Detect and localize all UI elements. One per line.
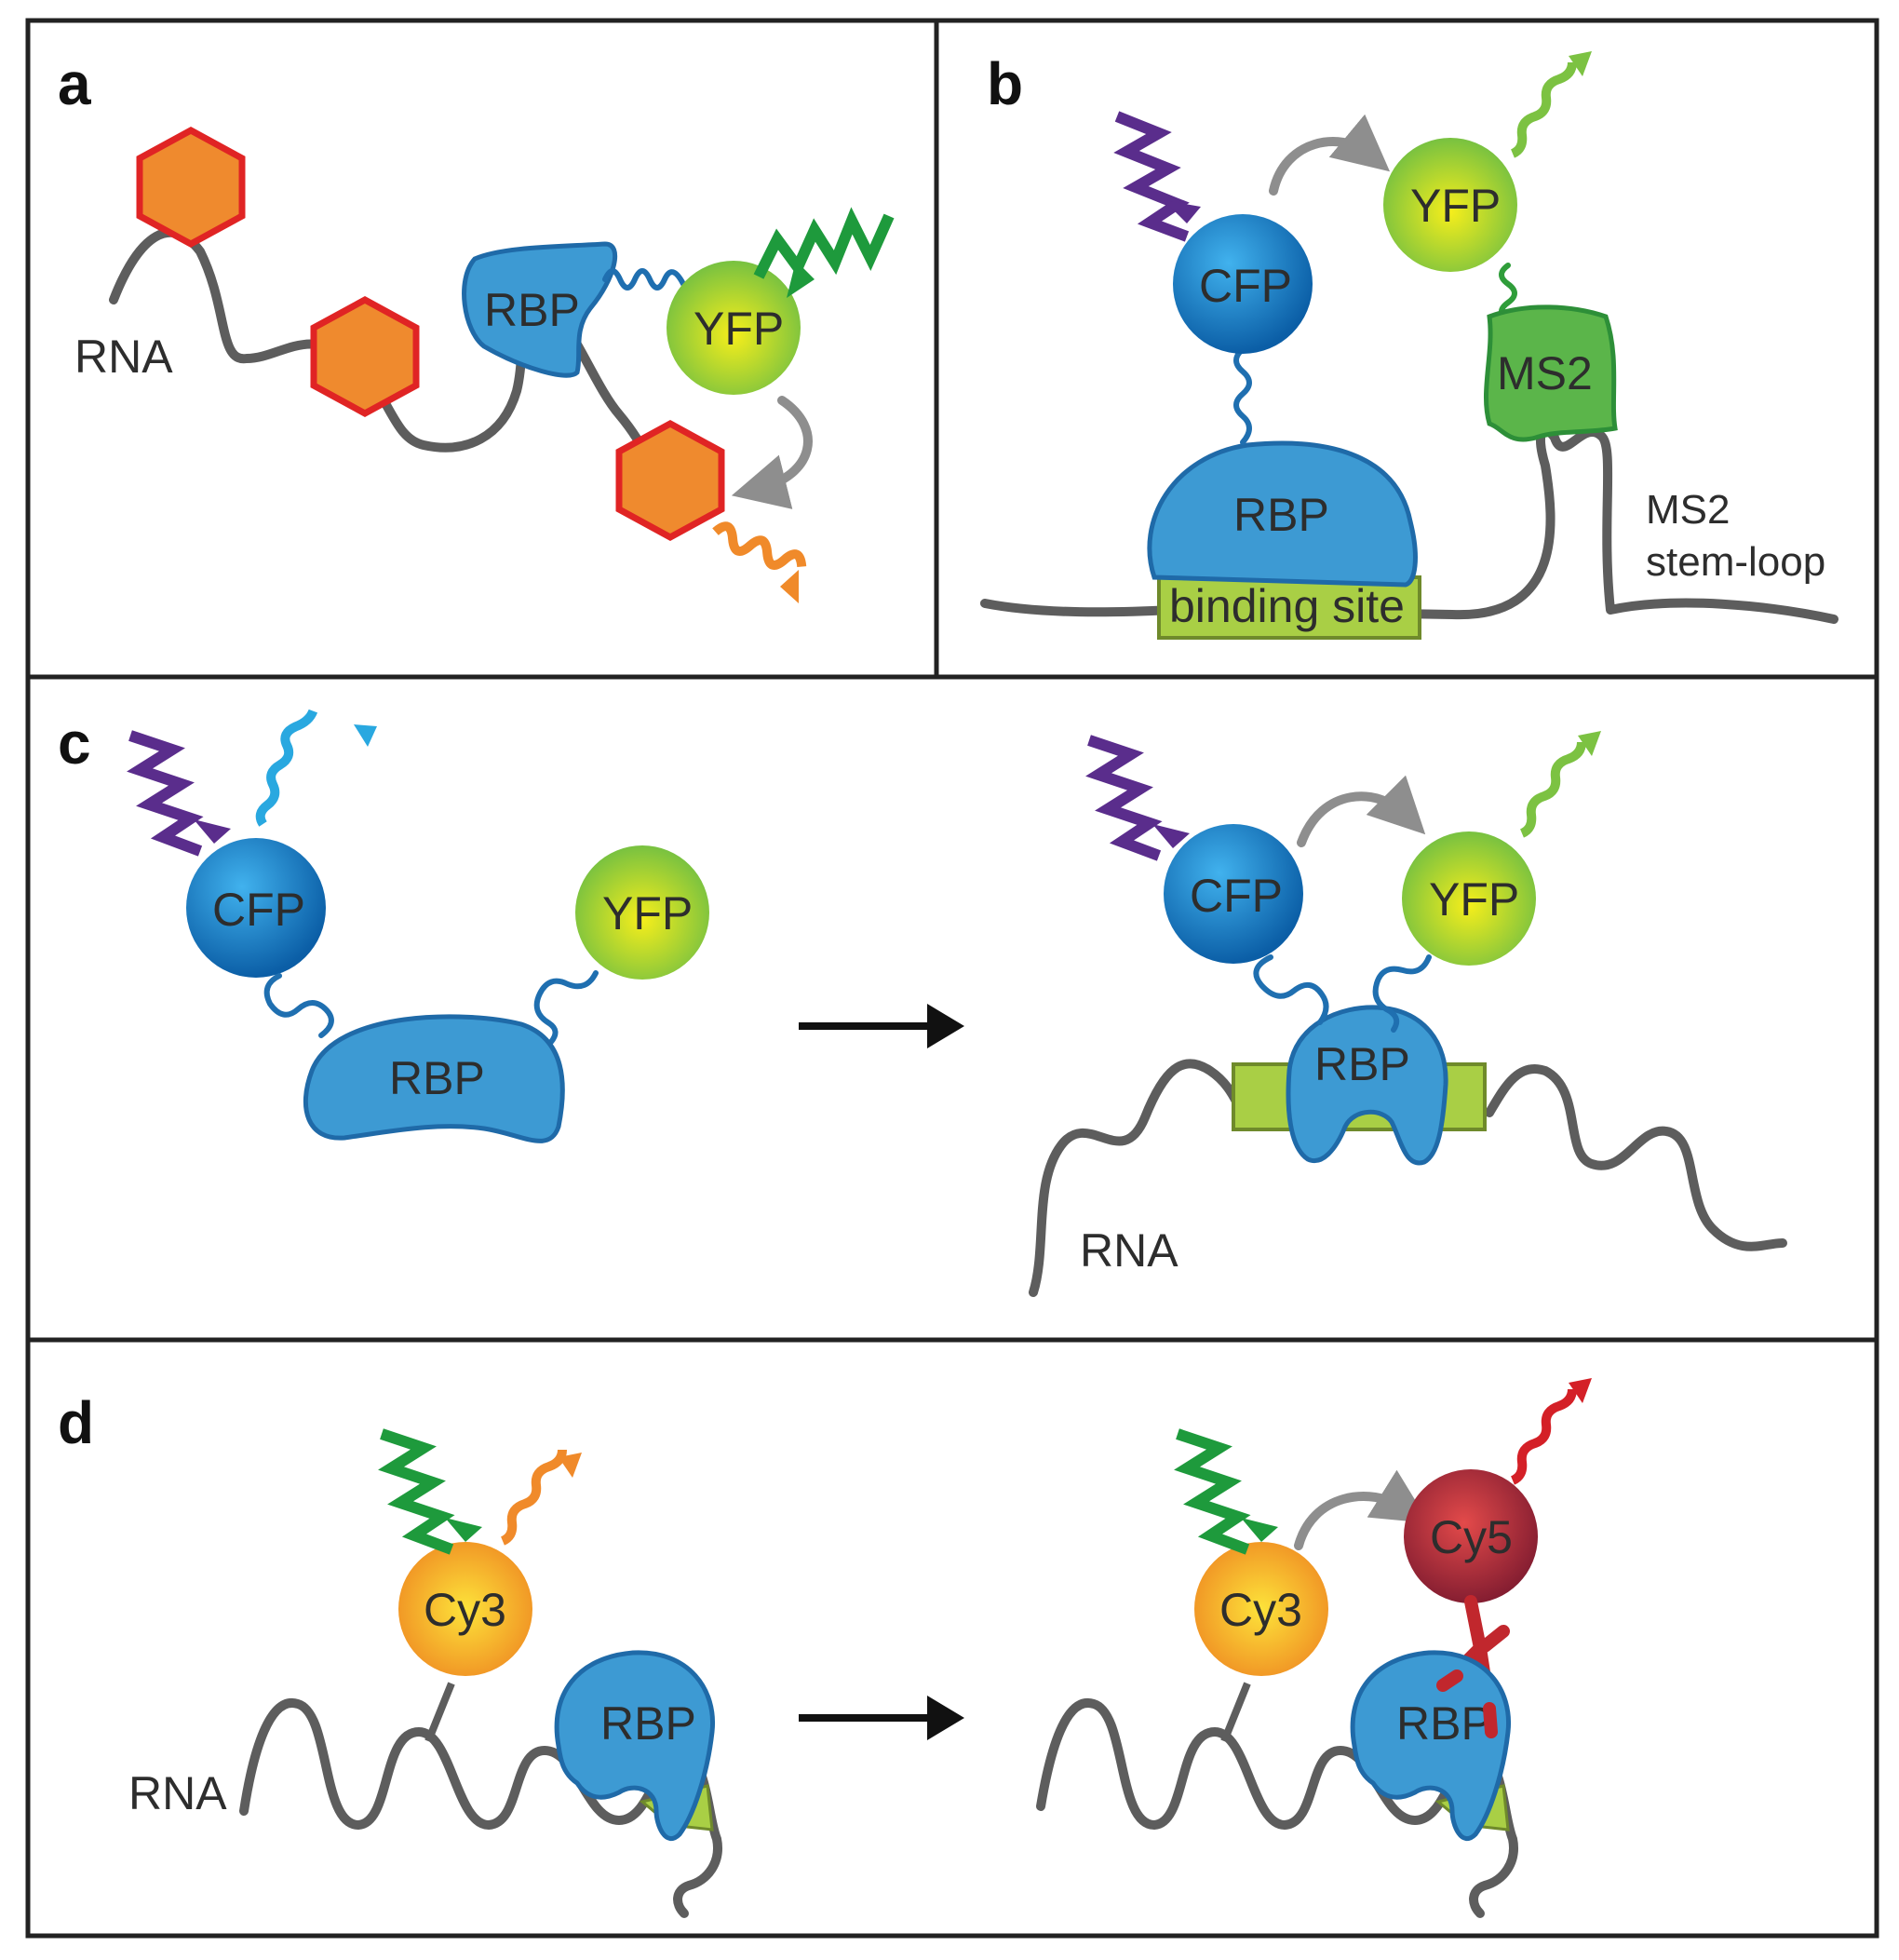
emission-wave-icon bbox=[255, 709, 318, 827]
rbp-label: RBP bbox=[389, 1052, 485, 1104]
linker bbox=[263, 973, 334, 1038]
rbp-shape bbox=[303, 1014, 565, 1143]
panel-d-frame bbox=[25, 1337, 1879, 1939]
cfp-label: CFP bbox=[1190, 870, 1283, 922]
emission-arrowhead-icon bbox=[780, 570, 799, 603]
emission-wave-icon bbox=[1085, 735, 1163, 861]
cy5-fluorophore-icon bbox=[1404, 1469, 1538, 1603]
rna-label: RNA bbox=[128, 1767, 227, 1819]
panel-c-left: CFP YFP RBP bbox=[127, 709, 709, 1143]
rbp-shape bbox=[462, 241, 618, 378]
binding-site bbox=[1157, 575, 1421, 640]
emission-arrowhead-icon bbox=[787, 261, 815, 298]
rbp-label: RBP bbox=[1233, 489, 1329, 541]
rbp-shape bbox=[1147, 440, 1418, 588]
energy-transfer-arrow-icon bbox=[1269, 114, 1391, 196]
rna-label: RNA bbox=[1080, 1224, 1178, 1277]
emission-arrowhead-icon bbox=[559, 1453, 582, 1478]
yfp-label: YFP bbox=[1429, 873, 1519, 926]
panel-letter-d: d bbox=[58, 1389, 94, 1456]
cfp-label: CFP bbox=[1199, 260, 1292, 312]
panel-letter-a: a bbox=[58, 50, 91, 117]
stemloop-label-line2: stem-loop bbox=[1646, 539, 1825, 585]
panel-letter-c: c bbox=[58, 710, 91, 777]
emission-wave-icon bbox=[1174, 1428, 1251, 1555]
cy3-tether bbox=[424, 1682, 455, 1743]
rbp-shape bbox=[1286, 1005, 1448, 1166]
linker bbox=[602, 268, 686, 291]
cy3-label: Cy3 bbox=[424, 1584, 506, 1636]
emission-arrowhead-icon bbox=[194, 819, 231, 844]
rbp-label: RBP bbox=[484, 284, 580, 336]
emission-wave-icon bbox=[378, 1428, 455, 1555]
emission-wave-icon bbox=[1510, 61, 1577, 158]
energy-transfer-arrow-icon bbox=[731, 396, 813, 509]
emission-wave-icon bbox=[127, 730, 204, 857]
emission-wave-icon bbox=[500, 1449, 567, 1546]
hexagon-label-icon bbox=[310, 296, 420, 417]
emission-wave-icon bbox=[1113, 111, 1190, 242]
yfp-fluorophore-icon bbox=[575, 845, 709, 980]
emission-arrowhead-icon bbox=[1578, 731, 1601, 756]
rbp-label: RBP bbox=[600, 1697, 696, 1750]
cy3-label: Cy3 bbox=[1219, 1584, 1302, 1636]
emission-arrowhead-icon bbox=[1152, 824, 1190, 848]
panel-d-left: Cy3 RBP RNA bbox=[128, 1428, 722, 1918]
yfp-fluorophore-icon bbox=[1383, 138, 1517, 272]
emission-wave-icon bbox=[712, 521, 807, 570]
yfp-label: YFP bbox=[602, 887, 693, 939]
panel-letter-b: b bbox=[987, 50, 1023, 117]
rbp-label: RBP bbox=[1396, 1697, 1492, 1750]
rbp-shape bbox=[554, 1650, 716, 1842]
emission-wave-icon bbox=[1519, 741, 1586, 838]
panel-c-frame bbox=[25, 674, 1879, 1343]
rna-strand bbox=[109, 227, 659, 512]
panel-c-right: RBP CFP YFP RNA bbox=[1029, 731, 1787, 1297]
linker bbox=[1233, 346, 1252, 445]
energy-transfer-arrow-icon bbox=[1294, 1469, 1430, 1550]
ms2-label: MS2 bbox=[1497, 347, 1593, 399]
cfp-label: CFP bbox=[212, 884, 305, 936]
rbp-label: RBP bbox=[1314, 1038, 1410, 1090]
yfp-label: YFP bbox=[694, 303, 784, 355]
cy3-tether bbox=[1220, 1682, 1251, 1743]
rna-strand bbox=[980, 426, 1838, 624]
cy5-label: Cy5 bbox=[1430, 1511, 1513, 1563]
emission-wave-icon bbox=[753, 207, 895, 279]
antibody-arm bbox=[1436, 1669, 1498, 1738]
emission-arrowhead-icon bbox=[1569, 1378, 1592, 1403]
panel-b: b binding site RBP CFP YFP MS2 MS2 stem-… bbox=[980, 50, 1838, 640]
yfp-label: YFP bbox=[1410, 180, 1501, 232]
cfp-fluorophore-icon bbox=[1173, 214, 1313, 354]
yfp-fluorophore-icon bbox=[667, 261, 801, 395]
emission-arrowhead-icon bbox=[1241, 1518, 1278, 1542]
linker bbox=[1253, 954, 1329, 1025]
emission-arrowhead-icon bbox=[354, 724, 377, 747]
ms2-protein bbox=[1483, 304, 1618, 442]
linker bbox=[1372, 954, 1432, 1033]
binding-site-label: binding site bbox=[1169, 580, 1405, 632]
energy-transfer-arrow-icon bbox=[1297, 775, 1426, 847]
cy3-fluorophore-icon bbox=[1194, 1542, 1328, 1676]
emission-wave-icon bbox=[1510, 1388, 1577, 1485]
hexagon-label-icon bbox=[136, 127, 246, 248]
linker bbox=[533, 970, 599, 1045]
panel-d: d Cy3 RBP RNA Cy3 bbox=[58, 1378, 1592, 1918]
emission-arrowhead-icon bbox=[1569, 51, 1592, 76]
panel-c: c CFP YFP RBP RBP CFP bbox=[58, 709, 1787, 1297]
emission-arrowhead-icon bbox=[1164, 200, 1201, 223]
panel-a: a RNA RBP YFP bbox=[58, 50, 895, 603]
rbp-shape bbox=[1350, 1650, 1512, 1842]
hexagon-label-icon bbox=[615, 420, 725, 541]
rna-label: RNA bbox=[74, 331, 173, 383]
yfp-fluorophore-icon bbox=[1402, 831, 1536, 966]
emission-arrowhead-icon bbox=[445, 1518, 482, 1542]
cfp-fluorophore-icon bbox=[1164, 824, 1303, 964]
cy3-fluorophore-icon bbox=[398, 1542, 532, 1676]
stemloop-label-line1: MS2 bbox=[1646, 487, 1730, 533]
panel-d-right: Cy3 Cy5 RBP bbox=[1036, 1378, 1592, 1918]
rna-strand bbox=[1029, 1059, 1787, 1297]
cfp-fluorophore-icon bbox=[186, 838, 326, 978]
